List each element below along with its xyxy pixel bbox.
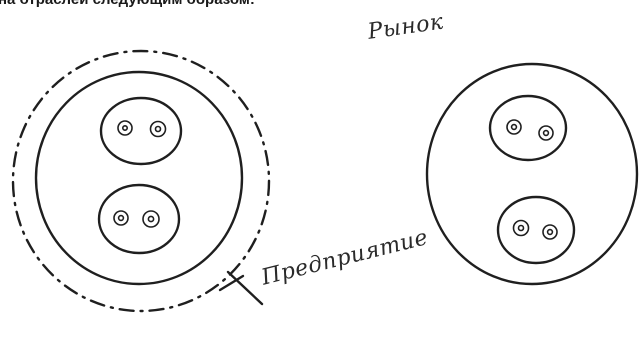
right-lower-dot-1 bbox=[514, 221, 529, 236]
left-lower-dot-1-center bbox=[119, 216, 124, 221]
right-upper-dot-2-center bbox=[544, 131, 549, 136]
right-upper-dot-2 bbox=[539, 126, 553, 140]
right-upper-cell bbox=[490, 96, 566, 160]
enterprise-boundary bbox=[13, 51, 269, 311]
left-upper-dot-1 bbox=[118, 121, 132, 135]
left-upper-dot-2-center bbox=[156, 127, 161, 132]
right-lower-dot-2-center bbox=[548, 230, 553, 235]
right-lower-dot-1-center bbox=[519, 226, 524, 231]
left-upper-dot-1-center bbox=[123, 126, 127, 130]
left-lower-dot-2 bbox=[143, 211, 159, 227]
right-lower-dot-2 bbox=[543, 225, 557, 239]
left-lower-dot-2-center bbox=[148, 216, 153, 221]
left-upper-cell bbox=[101, 98, 181, 164]
left-upper-dot-2 bbox=[151, 122, 166, 137]
right-upper-dot-1 bbox=[507, 120, 521, 134]
right-lower-cell bbox=[498, 197, 574, 263]
enterprise-pointer-line bbox=[228, 272, 262, 304]
right-upper-dot-1-center bbox=[512, 125, 517, 130]
left-lower-cell bbox=[99, 185, 179, 253]
left-lower-dot-1 bbox=[114, 211, 128, 225]
